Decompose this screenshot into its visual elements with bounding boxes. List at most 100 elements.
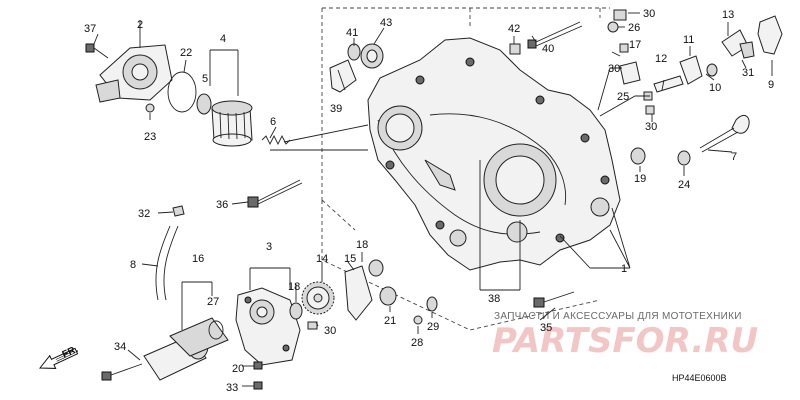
callout-numbers: 1 2 3 4 5 6 7 8 9 10 11 12 13 14 15 16 1… bbox=[84, 8, 774, 394]
callout-8: 8 bbox=[130, 259, 136, 271]
callout-23: 23 bbox=[144, 131, 156, 143]
callout-13: 13 bbox=[722, 9, 734, 21]
callout-22: 22 bbox=[180, 47, 192, 59]
part-32-clip bbox=[172, 205, 185, 217]
callout-41: 41 bbox=[346, 27, 358, 39]
part-21-bearing bbox=[379, 286, 397, 306]
callout-34: 34 bbox=[114, 341, 126, 353]
callout-28: 28 bbox=[411, 337, 423, 349]
part-3-oil-pump bbox=[235, 287, 301, 366]
part-36-long-bolt bbox=[247, 179, 303, 208]
callout-12: 12 bbox=[655, 53, 667, 65]
part-34-bolt bbox=[101, 363, 143, 381]
part-35-bolt bbox=[533, 291, 575, 308]
callout-27: 27 bbox=[207, 296, 219, 308]
part-4-oil-filter bbox=[211, 100, 253, 147]
part-14-gear bbox=[301, 281, 335, 315]
part-6-spring bbox=[261, 134, 291, 146]
part-19-seal bbox=[630, 147, 646, 165]
watermark-tagline: ЗАПЧАСТИ И АКСЕССУАРЫ ДЛЯ МОТОТЕХНИКИ bbox=[494, 311, 742, 322]
callout-6: 6 bbox=[270, 116, 276, 128]
callout-18a: 18 bbox=[356, 239, 368, 251]
direction-label: FR. bbox=[61, 344, 80, 361]
callout-18b: 18 bbox=[288, 281, 300, 293]
part-28-washer bbox=[413, 315, 423, 325]
callout-7: 7 bbox=[731, 151, 737, 163]
crankcase-cover bbox=[367, 37, 621, 271]
callout-10: 10 bbox=[709, 82, 721, 94]
part-29-washer bbox=[426, 296, 438, 312]
part-18-washer-b bbox=[368, 259, 384, 277]
part-17-gear bbox=[619, 61, 641, 85]
part-26-washer bbox=[607, 21, 619, 33]
leader-lines bbox=[93, 12, 773, 387]
callout-4: 4 bbox=[220, 33, 226, 45]
callout-33: 33 bbox=[226, 382, 238, 394]
callout-3: 3 bbox=[266, 241, 272, 253]
part-15-arm bbox=[344, 265, 373, 321]
callout-1: 1 bbox=[621, 263, 627, 275]
callout-30d: 30 bbox=[324, 325, 336, 337]
callout-35: 35 bbox=[540, 322, 552, 334]
callout-40: 40 bbox=[542, 43, 554, 55]
part-42-plug bbox=[509, 43, 521, 55]
callout-2: 2 bbox=[137, 19, 143, 31]
part-20-bolt bbox=[253, 361, 263, 370]
part-27-o-ring bbox=[208, 320, 224, 340]
assembly-boundary bbox=[321, 7, 610, 331]
part-16-starter-motor bbox=[143, 317, 229, 381]
callout-16: 16 bbox=[192, 253, 204, 265]
callout-17: 17 bbox=[629, 39, 641, 51]
callout-11: 11 bbox=[683, 34, 694, 46]
part-30-dowel-a bbox=[307, 321, 318, 330]
part-39-bracket bbox=[329, 59, 357, 93]
callout-39: 39 bbox=[330, 103, 342, 115]
part-40-bolt bbox=[527, 21, 583, 49]
part-30-dowel-c bbox=[619, 43, 629, 53]
part-8-hose bbox=[155, 225, 171, 301]
part-41-seal bbox=[347, 43, 361, 61]
part-30-dowel-b bbox=[613, 9, 627, 21]
part-37-bolt bbox=[85, 43, 109, 59]
callout-29: 29 bbox=[427, 321, 439, 333]
part-9-plate bbox=[757, 15, 783, 55]
callout-31: 31 bbox=[742, 67, 754, 79]
callout-5: 5 bbox=[202, 73, 208, 85]
part-11-sensor bbox=[679, 55, 703, 85]
callout-36: 36 bbox=[216, 199, 228, 211]
callout-19: 19 bbox=[634, 173, 646, 185]
part-10-o-ring bbox=[706, 63, 718, 77]
part-23-washer bbox=[145, 103, 155, 113]
part-12-shaft bbox=[653, 75, 684, 93]
part-31-clip bbox=[739, 41, 755, 59]
front-direction-arrow bbox=[38, 347, 79, 369]
callout-30c: 30 bbox=[645, 121, 657, 133]
callout-30b: 30 bbox=[608, 63, 620, 75]
callout-9: 9 bbox=[768, 79, 774, 91]
callout-32: 32 bbox=[138, 208, 150, 220]
callout-20: 20 bbox=[232, 363, 244, 375]
callout-24: 24 bbox=[678, 179, 690, 191]
callout-43: 43 bbox=[380, 17, 392, 29]
callout-26: 26 bbox=[628, 22, 640, 34]
callout-25: 25 bbox=[617, 91, 629, 103]
diagram-code: HP44E0600B bbox=[672, 373, 727, 383]
callout-37: 37 bbox=[84, 23, 96, 35]
watermark-logo: PARTSFOR.RU bbox=[492, 321, 758, 361]
callout-14: 14 bbox=[316, 253, 328, 265]
callout-21: 21 bbox=[384, 315, 396, 327]
part-5-ring bbox=[196, 93, 212, 115]
callout-38: 38 bbox=[488, 293, 500, 305]
part-24-o-ring bbox=[677, 150, 691, 166]
callout-15: 15 bbox=[344, 253, 356, 265]
callout-30a: 30 bbox=[643, 8, 655, 20]
callout-42: 42 bbox=[508, 23, 520, 35]
part-33-bolt bbox=[253, 381, 263, 390]
part-2-cover-cap bbox=[95, 44, 173, 103]
part-7-dipstick bbox=[699, 115, 750, 153]
part-30-dowel-d bbox=[645, 105, 655, 115]
part-22-o-ring bbox=[167, 71, 197, 113]
part-18-washer-a bbox=[289, 302, 303, 320]
part-43-spring-cap bbox=[360, 43, 384, 69]
